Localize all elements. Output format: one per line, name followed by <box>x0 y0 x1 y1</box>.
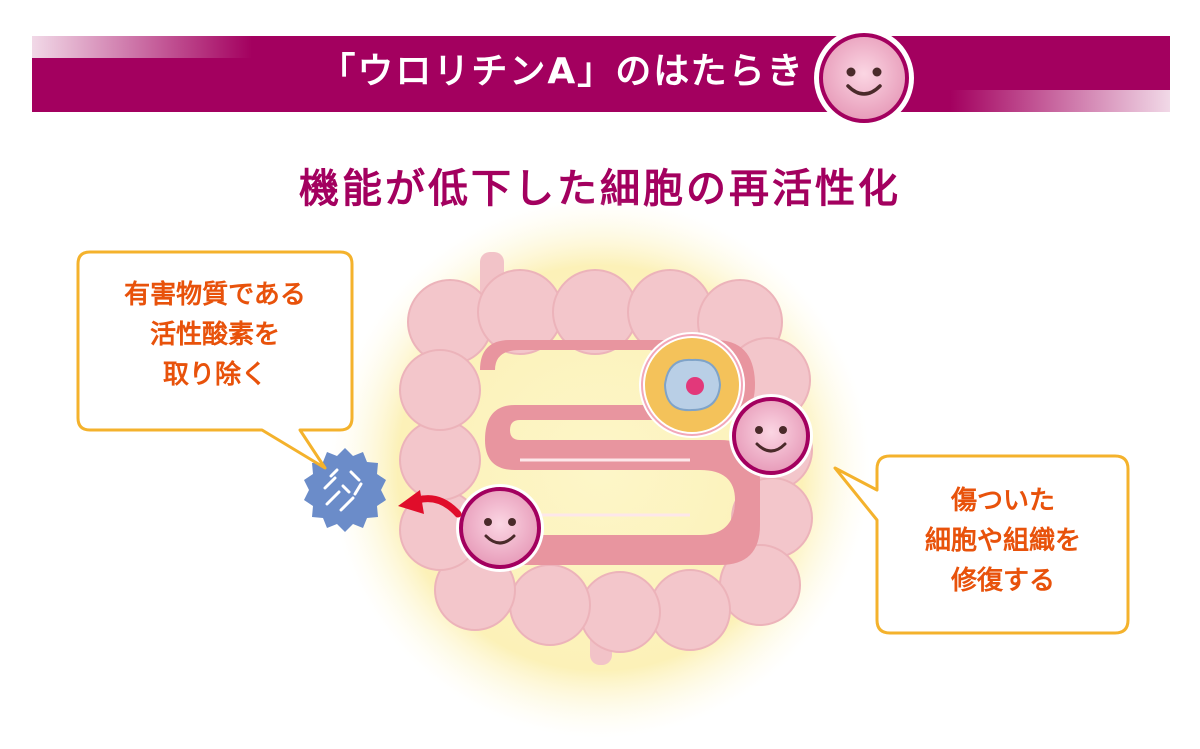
left-callout-text: 有害物質である 活性酸素を 取り除く <box>80 275 350 395</box>
left-callout-line: 取り除く <box>162 360 267 390</box>
header-banner: 「ウロリチンA」のはたらき <box>32 32 1170 112</box>
right-callout-line: 細胞や組織を <box>924 526 1081 556</box>
smiley-face-icon <box>814 28 914 128</box>
right-callout-bubble <box>833 454 1130 635</box>
cell-icon <box>639 332 745 438</box>
banner-background <box>32 36 1170 112</box>
red-arrow-icon <box>398 490 462 518</box>
left-callout-line: 有害物質である <box>124 280 306 310</box>
right-callout-text: 傷ついた 細胞や組織を 修復する <box>880 481 1126 601</box>
left-callout-bubble <box>76 250 354 470</box>
smiley-face-icon <box>729 394 813 478</box>
small-intestine <box>480 340 760 565</box>
left-callout-line: 活性酸素を <box>149 320 280 350</box>
smiley-face-icon <box>456 484 544 572</box>
right-callout-line: 修復する <box>950 566 1055 596</box>
right-callout-line: 傷ついた <box>950 486 1055 516</box>
page-title: 「ウロリチンA」のはたらき <box>319 51 805 92</box>
